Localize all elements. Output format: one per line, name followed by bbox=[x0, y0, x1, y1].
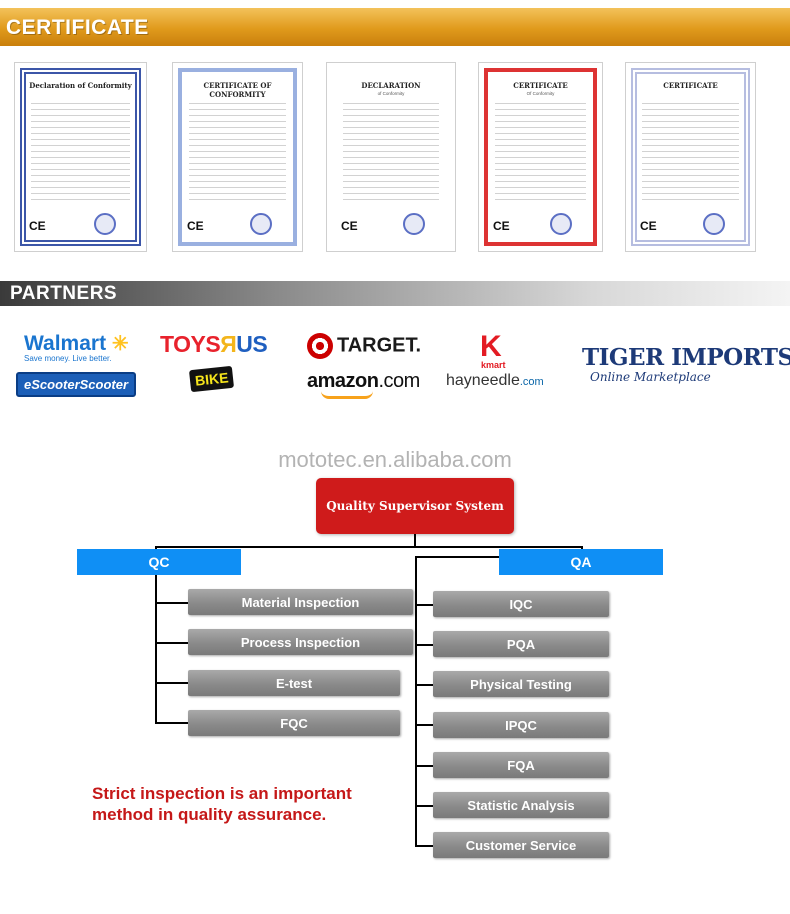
toysrus-word-toys: TOYS bbox=[160, 331, 221, 357]
qc-item-material-inspection: Material Inspection bbox=[188, 589, 413, 615]
walmart-tagline: Save money. Live better. bbox=[24, 354, 112, 363]
toysrus-logo: TOYSЯUS bbox=[160, 331, 268, 358]
certificate-title: CERTIFICATE bbox=[513, 81, 568, 90]
qc-item-e-test: E-test bbox=[188, 670, 400, 696]
seal-icon bbox=[403, 213, 425, 235]
connector-line bbox=[415, 644, 433, 646]
quality-note-line-2: method in quality assurance. bbox=[92, 805, 327, 824]
certificate-banner: CERTIFICATE bbox=[0, 8, 790, 46]
certificate-image-4: CERTIFICATE Of Conformity CE bbox=[478, 62, 603, 252]
qc-header: QC bbox=[77, 549, 241, 575]
walmart-wordmark: Walmart bbox=[24, 332, 107, 355]
certificate-title: Declaration of Conformity bbox=[29, 81, 132, 90]
site-url-watermark: mototec.en.alibaba.com bbox=[278, 447, 512, 472]
hayneedle-logo: hayneedle.com bbox=[446, 372, 544, 390]
ce-mark: CE bbox=[640, 219, 657, 233]
ce-mark: CE bbox=[187, 219, 204, 233]
connector-line bbox=[415, 684, 433, 686]
certificate-title: DECLARATION bbox=[361, 81, 421, 90]
connector-line bbox=[155, 722, 188, 724]
toysrus-word-us: US bbox=[236, 331, 268, 357]
qa-spine-line bbox=[415, 556, 417, 847]
amazon-dotcom: .com bbox=[378, 370, 420, 392]
escooterscooter-logo: eScooterScooter bbox=[16, 372, 137, 397]
quality-supervisor-system-box: Quality Supervisor System bbox=[316, 478, 514, 534]
connector-line bbox=[155, 642, 188, 644]
qa-item-fqa: FQA bbox=[433, 752, 609, 778]
connector-line bbox=[415, 724, 433, 726]
target-wordmark: TARGET. bbox=[337, 334, 422, 357]
ce-mark: CE bbox=[493, 219, 510, 233]
connector-line bbox=[415, 845, 433, 847]
target-logo: TARGET. bbox=[307, 333, 421, 359]
amazon-logo: amazon.com bbox=[307, 370, 420, 399]
seal-icon bbox=[703, 213, 725, 235]
certificate-image-2: CERTIFICATE OF CONFORMITY CE bbox=[172, 62, 303, 252]
qa-header: QA bbox=[499, 549, 663, 575]
quality-note-line-1: Strict inspection is an important bbox=[92, 784, 352, 803]
quality-note: Strict inspection is an important method… bbox=[92, 783, 392, 825]
qa-item-physical-testing: Physical Testing bbox=[433, 671, 609, 697]
certificate-image-5: CERTIFICATE CE bbox=[625, 62, 756, 252]
toysrus-word-r: Я bbox=[220, 331, 237, 357]
qa-item-iqc: IQC bbox=[433, 591, 609, 617]
certificate-subtitle: of Conformity bbox=[377, 91, 405, 96]
certificate-image-3: DECLARATION of Conformity CE bbox=[326, 62, 456, 252]
certificate-title: CERTIFICATE OF CONFORMITY bbox=[203, 81, 272, 99]
qc-item-fqc: FQC bbox=[188, 710, 400, 736]
connector-line bbox=[415, 604, 433, 606]
certificate-image-1: Declaration of Conformity CE bbox=[14, 62, 147, 252]
walmart-logo: Walmart ✳ bbox=[24, 331, 129, 356]
tiger-imports-logo: TIGER IMPORTS bbox=[582, 344, 790, 371]
certificate-subtitle: Of Conformity bbox=[526, 91, 555, 96]
kmart-k-icon: K bbox=[480, 330, 502, 363]
bike-logo: BIKE bbox=[188, 365, 235, 393]
seal-icon bbox=[550, 213, 572, 235]
connector-line bbox=[415, 765, 433, 767]
connector-line bbox=[581, 546, 583, 550]
walmart-spark-icon: ✳ bbox=[111, 333, 129, 355]
qc-spine-line bbox=[155, 575, 157, 724]
qa-item-pqa: PQA bbox=[433, 631, 609, 657]
connector-line bbox=[155, 682, 188, 684]
connector-line bbox=[415, 556, 499, 558]
partners-heading: PARTNERS bbox=[10, 283, 118, 304]
qa-item-statistic-analysis: Statistic Analysis bbox=[433, 792, 609, 818]
qa-item-ipqc: IPQC bbox=[433, 712, 609, 738]
connector-line bbox=[155, 602, 188, 604]
hayneedle-dotcom: .com bbox=[519, 376, 544, 388]
seal-icon bbox=[250, 213, 272, 235]
target-bullseye-icon bbox=[307, 333, 333, 359]
amazon-wordmark: amazon bbox=[307, 370, 379, 392]
ce-mark: CE bbox=[341, 219, 358, 233]
connector-line bbox=[414, 534, 416, 546]
tiger-imports-tagline: Online Marketplace bbox=[590, 370, 711, 384]
ce-mark: CE bbox=[29, 219, 46, 233]
seal-icon bbox=[94, 213, 116, 235]
qa-item-customer-service: Customer Service bbox=[433, 832, 609, 858]
hayneedle-wordmark: hayneedle bbox=[446, 372, 520, 389]
certificate-heading: CERTIFICATE bbox=[6, 16, 149, 39]
connector-line bbox=[155, 546, 157, 550]
connector-line bbox=[155, 546, 583, 548]
partners-banner: PARTNERS bbox=[0, 281, 790, 306]
connector-line bbox=[415, 805, 433, 807]
amazon-smile-icon bbox=[321, 391, 373, 399]
certificate-title: CERTIFICATE bbox=[663, 81, 718, 90]
qc-item-process-inspection: Process Inspection bbox=[188, 629, 413, 655]
kmart-wordmark: kmart bbox=[481, 360, 506, 370]
